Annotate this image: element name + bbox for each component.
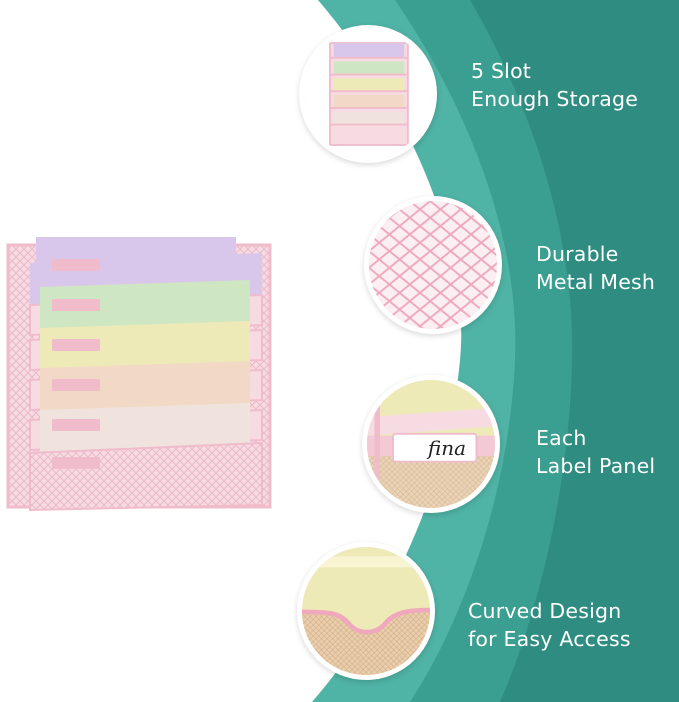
feature-slots-subtitle: Enough Storage <box>471 87 639 111</box>
feature-slots-title: 5 Slot <box>471 59 532 83</box>
feature-label-title: Each <box>536 426 587 450</box>
feature-label-subtitle: Label Panel <box>536 454 656 478</box>
feature-curve: Curved Design for Easy Access <box>468 597 631 653</box>
feature-mesh-title: Durable <box>536 242 619 266</box>
feature-mesh-subtitle: Metal Mesh <box>536 270 656 294</box>
feature-image-slots <box>299 25 437 163</box>
feature-curve-title: Curved Design <box>468 599 622 623</box>
feature-curve-subtitle: for Easy Access <box>468 627 631 651</box>
feature-image-curve <box>297 542 435 680</box>
file-organizer-image <box>6 237 272 512</box>
feature-image-mesh <box>364 196 502 334</box>
feature-mesh: Durable Metal Mesh <box>536 240 655 296</box>
label-panel-text: fina <box>427 436 467 460</box>
feature-image-label <box>362 375 500 513</box>
feature-label: Each Label Panel <box>536 424 655 480</box>
feature-slots: 5 Slot Enough Storage <box>471 57 638 113</box>
